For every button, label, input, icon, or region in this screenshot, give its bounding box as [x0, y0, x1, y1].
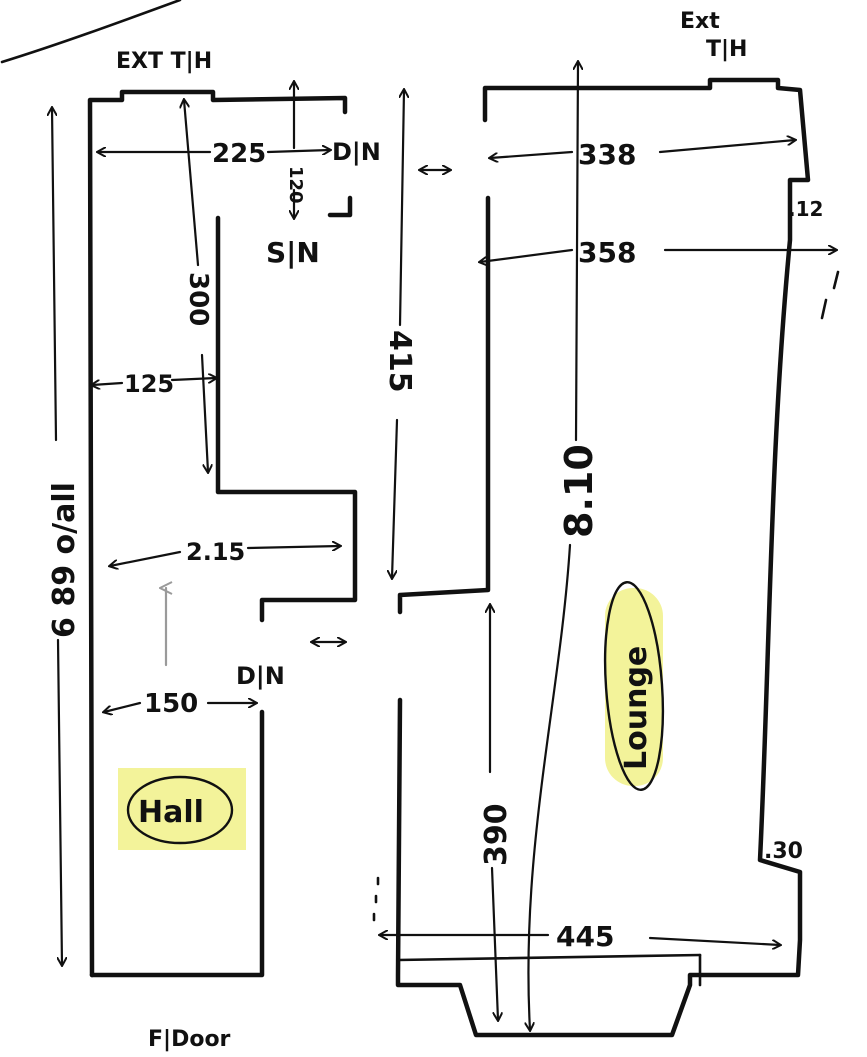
hall-dn-bottom: D|N — [236, 662, 285, 690]
boundary-curve — [0, 0, 182, 64]
hall-overall-dimension: 6 89 o/all — [47, 482, 82, 638]
hall-dim-225: 225 — [212, 139, 266, 169]
hall-dn-top: D|N — [332, 138, 381, 166]
hall-circle — [126, 775, 234, 845]
lounge-dim-390: 390 — [479, 803, 514, 866]
lounge-dim-12: .12 — [788, 197, 823, 221]
lounge-dim-810: 8.10 — [557, 444, 601, 538]
hall-dim-300: 300 — [183, 272, 213, 326]
lounge-ext-label: Ext — [680, 9, 720, 34]
lounge-room-label: Lounge — [619, 646, 654, 770]
hall-walls — [87, 89, 358, 978]
hall-dim-120: 120 — [285, 166, 306, 204]
lounge-highlight — [605, 588, 663, 786]
hall-sn-label: S|N — [266, 236, 320, 269]
front-door-label: F|Door — [148, 1027, 231, 1052]
lounge-dim-30: .30 — [764, 839, 803, 864]
hall-dim-150: 150 — [144, 689, 198, 719]
hall-dim-125: 125 — [124, 370, 174, 398]
lounge-dim-415: 415 — [382, 330, 417, 393]
lounge-th-label: T|H — [706, 37, 747, 62]
hall-ext-th-label: EXT T|H — [116, 49, 212, 74]
hall-dim-215: 2.15 — [186, 538, 245, 566]
hall-room-label: Hall — [138, 795, 204, 830]
lounge-dim-338: 338 — [578, 138, 636, 171]
lounge-dim-445: 445 — [556, 920, 614, 953]
lounge-dim-358: 358 — [578, 236, 636, 269]
lounge-walls — [395, 77, 811, 1038]
hall-highlight — [118, 768, 246, 850]
lounge-circle — [603, 581, 665, 791]
